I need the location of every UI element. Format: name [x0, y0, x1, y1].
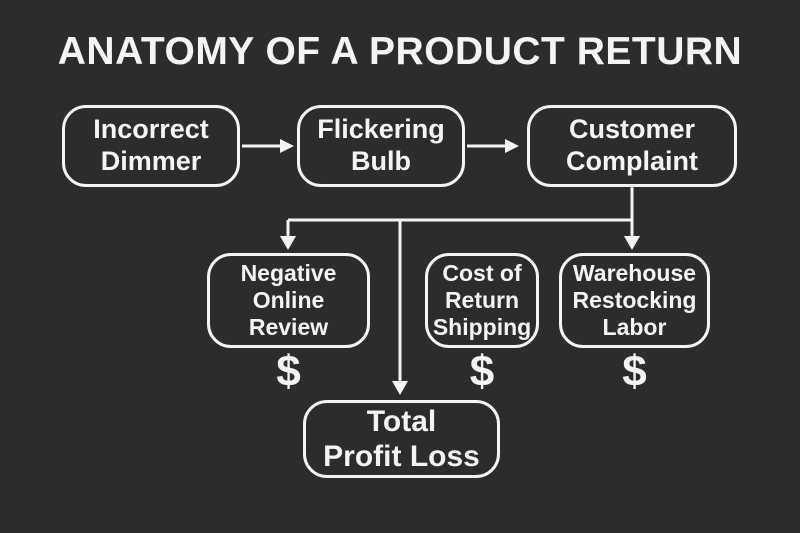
arrowhead-right-to-complaint	[505, 139, 519, 153]
node-flickering-bulb: Flickering Bulb	[297, 105, 465, 187]
page-title: ANATOMY OF A PRODUCT RETURN	[57, 30, 743, 73]
dollar-sign-return-shipping: $	[469, 347, 495, 396]
dollar-sign-negative-review: $	[276, 347, 301, 396]
node-cost-of-return-shipping: Cost of Return Shipping	[425, 253, 539, 348]
node-flickering-bulb-label: Flickering Bulb	[317, 114, 445, 176]
node-cost-of-return-shipping-label: Cost of Return Shipping	[432, 259, 532, 341]
arrowhead-down-to-negative-review	[280, 236, 296, 250]
node-total-profit-loss-label: Total Profit Loss	[323, 404, 480, 473]
dollar-sign-warehouse-labor: $	[622, 347, 647, 396]
arrowhead-down-to-total-profit-loss	[392, 381, 408, 395]
node-warehouse-restocking-labor: Warehouse Restocking Labor	[559, 253, 710, 348]
node-customer-complaint-label: Customer Complaint	[566, 114, 698, 176]
node-warehouse-restocking-labor-label: Warehouse Restocking Labor	[572, 259, 697, 341]
arrowhead-down-to-warehouse	[624, 236, 640, 250]
node-incorrect-dimmer-label: Incorrect Dimmer	[93, 114, 209, 176]
node-total-profit-loss: Total Profit Loss	[303, 400, 500, 478]
node-negative-online-review: Negative Online Review	[207, 253, 370, 348]
node-customer-complaint: Customer Complaint	[527, 105, 737, 187]
node-negative-online-review-label: Negative Online Review	[240, 259, 337, 341]
arrowhead-right-to-bulb	[280, 139, 294, 153]
node-incorrect-dimmer: Incorrect Dimmer	[62, 105, 240, 187]
